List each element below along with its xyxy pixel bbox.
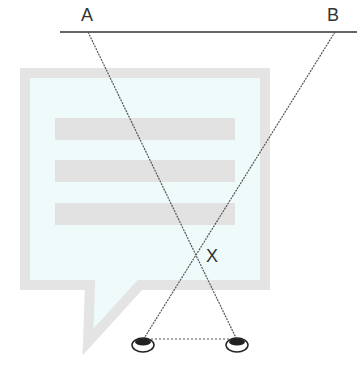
eye-distance <box>143 338 237 339</box>
watermark-bubble <box>25 73 265 342</box>
eye <box>226 338 248 352</box>
eye <box>132 338 154 352</box>
sight-line <box>143 32 335 340</box>
baseline <box>60 31 357 33</box>
sight-line <box>88 32 237 340</box>
point-label: B <box>327 5 339 25</box>
crossing-label: X <box>206 246 218 266</box>
point-label: A <box>81 5 93 25</box>
